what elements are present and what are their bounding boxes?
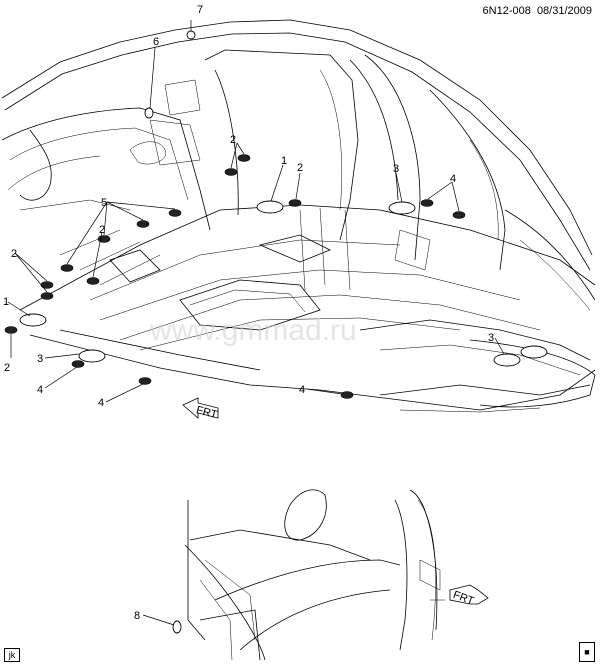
diagram-date: 08/31/2009 <box>536 5 592 17</box>
callout-5: 5 <box>101 197 107 209</box>
frt-label-upper: FRT <box>195 404 219 421</box>
callout-8: 8 <box>134 610 140 622</box>
plug-2a <box>237 154 251 162</box>
callout-4: 4 <box>450 173 456 185</box>
plug-markers-lower <box>142 614 182 634</box>
callout-3: 3 <box>488 332 494 344</box>
watermark: www.gmmad.ru <box>149 314 357 347</box>
plug-7 <box>186 30 196 40</box>
corner-tag-bottom-left: jk <box>4 648 20 662</box>
callout-7: 7 <box>197 4 203 16</box>
plug-4c <box>71 360 85 368</box>
plug-3a <box>388 201 416 215</box>
callout-2: 2 <box>4 362 10 374</box>
corner-tag-bottom-right: ■ <box>579 642 595 662</box>
callout-numbers: 7 6 2 1 2 3 4 5 2 2 1 2 3 4 4 4 3 8 <box>3 4 494 622</box>
plug-1a <box>256 200 284 214</box>
callout-4: 4 <box>299 384 305 396</box>
wheelhouse-illustration <box>184 489 445 661</box>
plug-5a <box>168 209 182 217</box>
plug-2e <box>40 292 54 300</box>
plug-4a <box>420 199 434 207</box>
callout-3: 3 <box>393 163 399 175</box>
plug-5d <box>60 264 74 272</box>
callout-2: 2 <box>297 162 303 174</box>
plug-2b <box>224 168 238 176</box>
plug-markers-upper <box>4 30 548 399</box>
frt-arrow-lower: FRT <box>449 584 489 608</box>
plug-5e <box>40 281 54 289</box>
plug-2f <box>4 326 18 334</box>
frt-arrow-upper: FRT <box>182 397 219 421</box>
diagram-header: 6N12-008 08/31/2009 <box>483 5 592 17</box>
plug-2d <box>86 277 100 285</box>
callout-4: 4 <box>37 384 43 396</box>
callout-1: 1 <box>281 155 287 167</box>
plug-3b <box>78 349 106 363</box>
leader-lines <box>7 20 505 403</box>
corner-tag-bottom-right-text: ■ <box>584 647 590 657</box>
callout-1: 1 <box>3 296 9 308</box>
plug-4d <box>138 377 152 385</box>
plug-2c <box>288 199 302 207</box>
plug-4e <box>340 391 354 399</box>
plug-5b <box>136 220 150 228</box>
plug-6 <box>144 107 154 119</box>
diagram-id: 6N12-008 <box>482 5 531 17</box>
callout-2: 2 <box>230 134 236 146</box>
plug-8 <box>172 620 182 634</box>
plug-3d <box>520 345 548 359</box>
plug-3c <box>493 353 521 367</box>
plug-1b <box>19 313 47 327</box>
callout-6: 6 <box>153 36 159 48</box>
callout-2: 2 <box>11 248 17 260</box>
underbody-floor-illustration <box>1 19 596 413</box>
callout-2: 2 <box>99 224 105 236</box>
plug-4b <box>452 211 466 219</box>
callout-4: 4 <box>98 397 104 409</box>
corner-tag-bottom-left-text: jk <box>8 650 16 660</box>
callout-3: 3 <box>37 353 43 365</box>
frt-label-lower: FRT <box>451 589 475 608</box>
